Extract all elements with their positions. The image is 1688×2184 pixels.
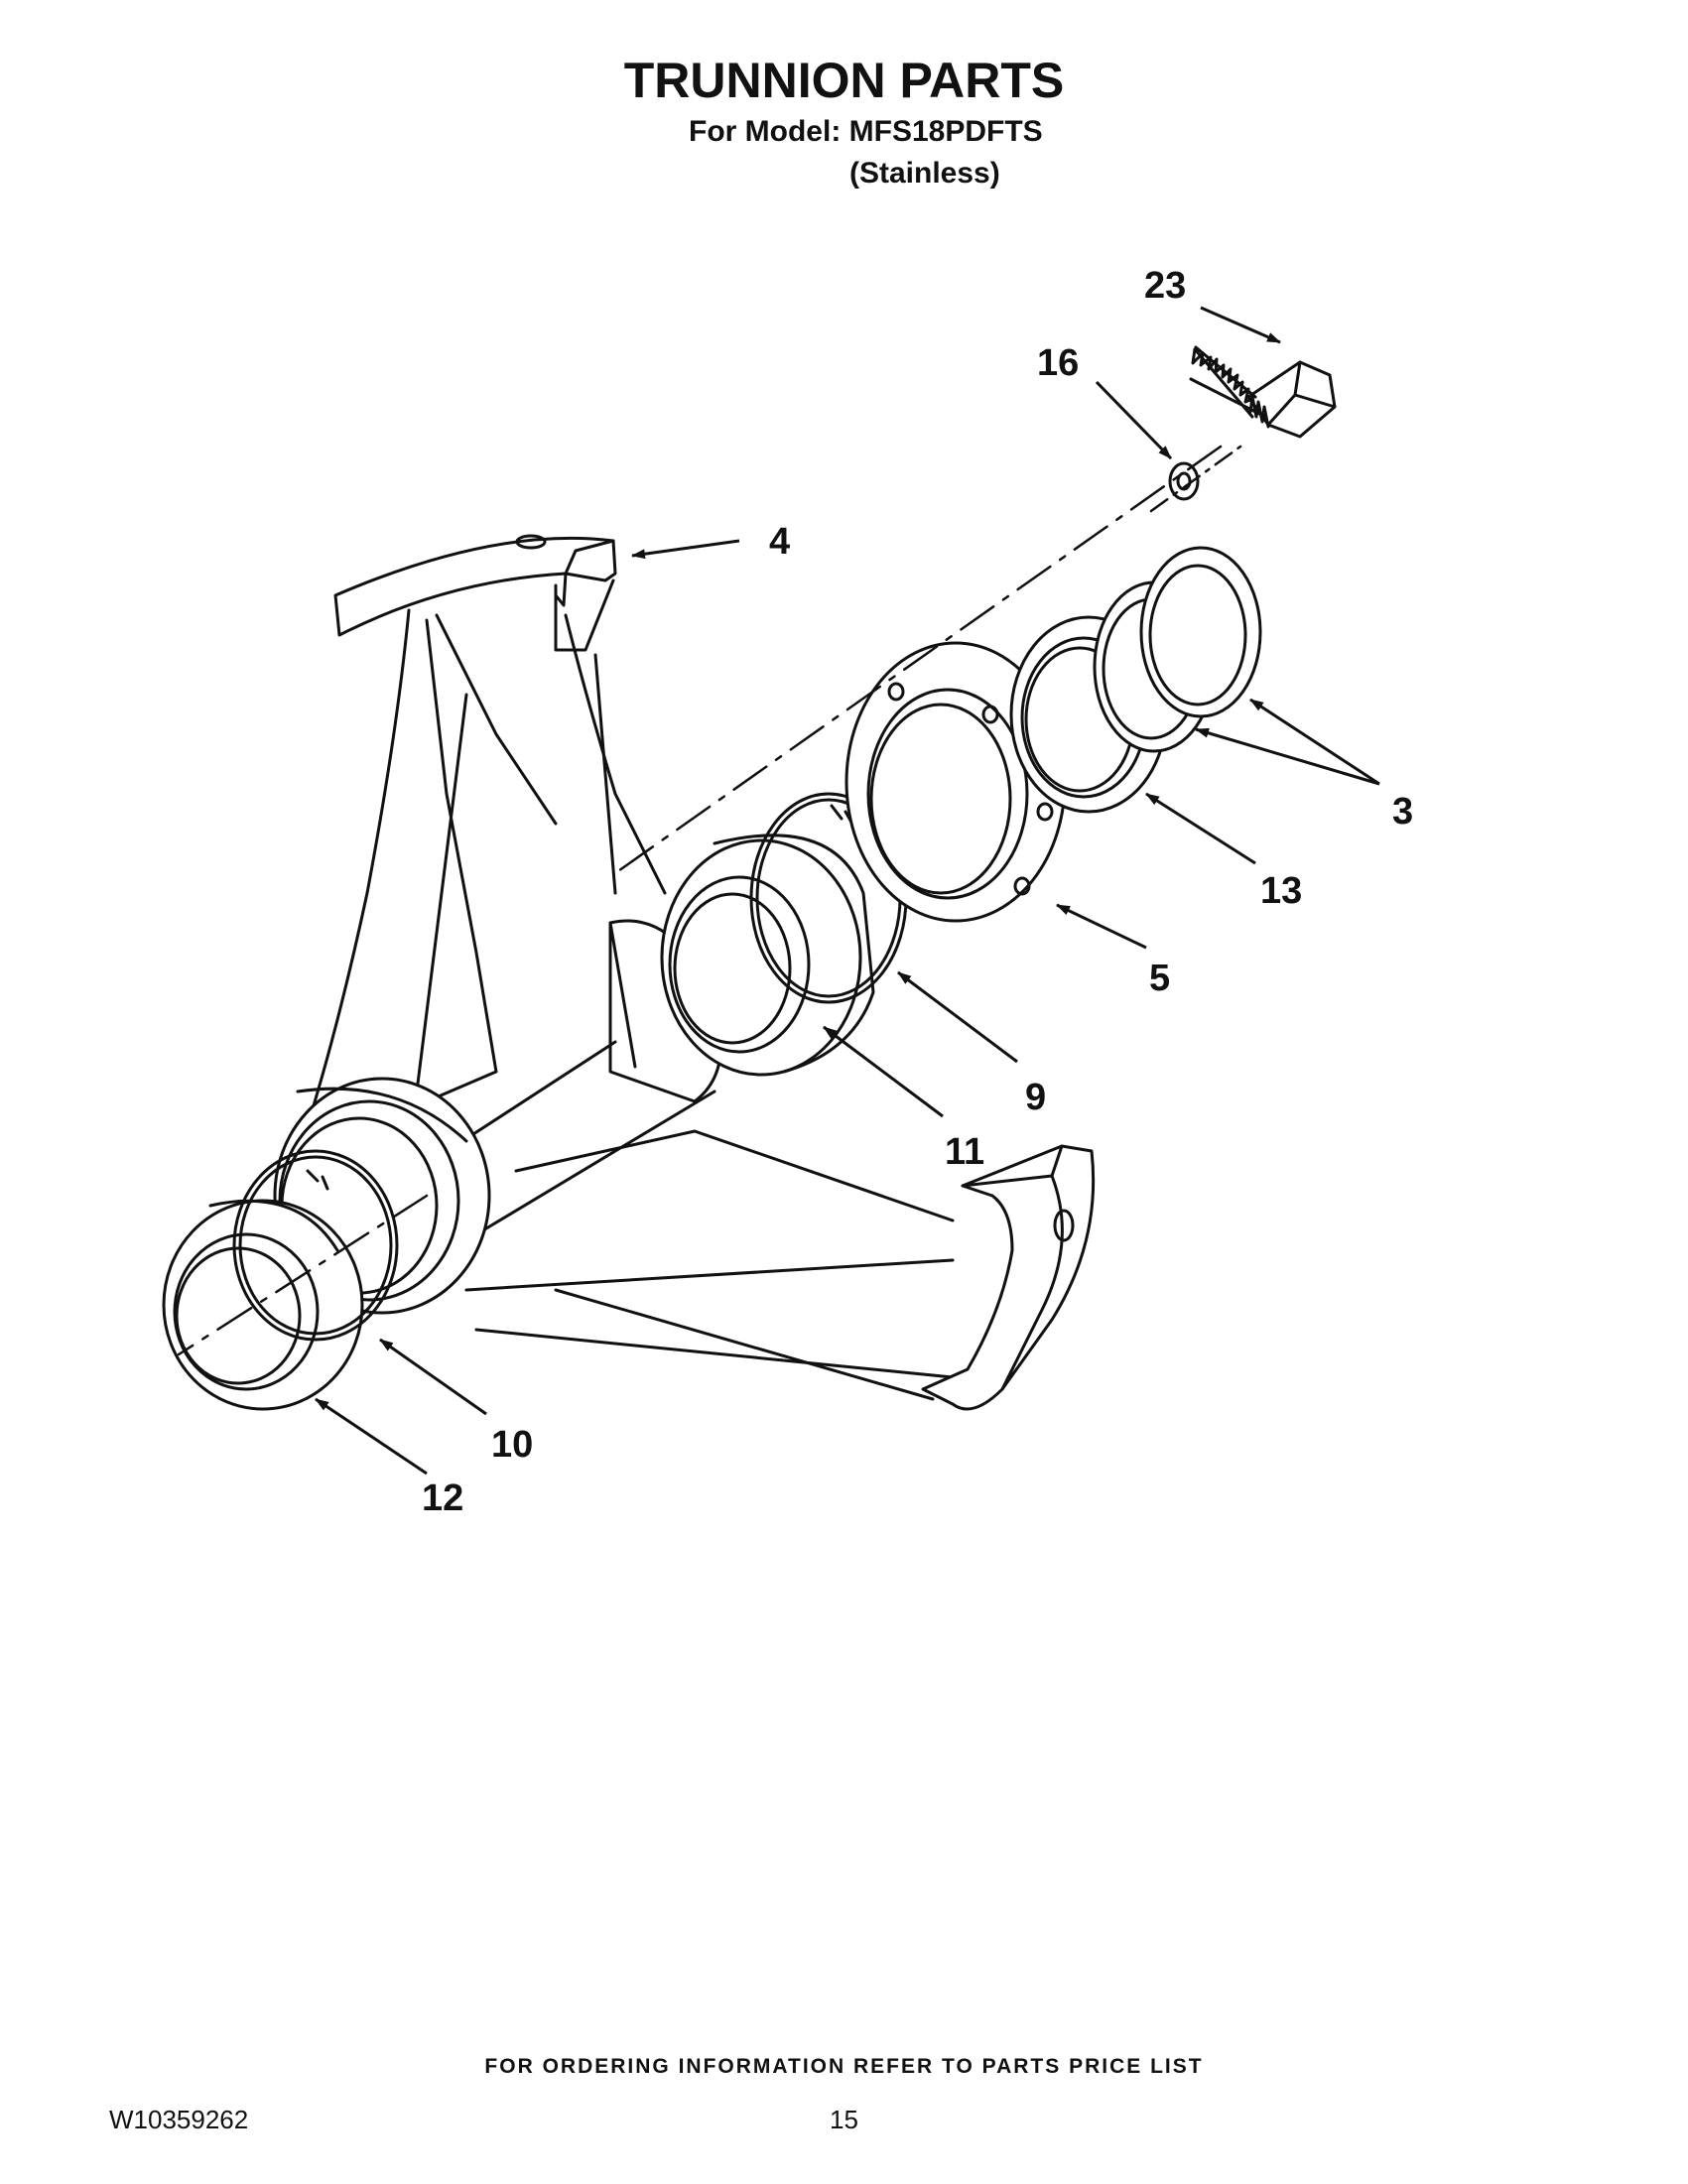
part-23-bolt	[1189, 345, 1337, 439]
part-10-retaining-ring	[232, 1149, 399, 1342]
callout-4: 4	[769, 521, 790, 563]
part-3-washers	[1093, 546, 1262, 753]
page-number: 15	[830, 2105, 858, 2134]
part-16-washer	[1168, 461, 1200, 501]
callout-13: 13	[1260, 870, 1302, 912]
callout-11: 11	[945, 1131, 984, 1173]
callout-12: 12	[422, 1477, 463, 1519]
leader-5	[1056, 903, 1147, 950]
callout-23: 23	[1144, 265, 1186, 307]
callout-16: 16	[1037, 342, 1079, 384]
page-title: TRUNNION PARTS	[623, 53, 1065, 108]
leader-3a	[1249, 698, 1380, 786]
part-12-bearing	[162, 1199, 364, 1411]
document-number: W10359262	[109, 2105, 249, 2134]
callout-9: 9	[1025, 1077, 1046, 1118]
variant-label: (Stainless)	[849, 157, 1000, 190]
callout-3: 3	[1392, 791, 1413, 833]
leader-23	[1200, 306, 1281, 344]
callout-5: 5	[1149, 958, 1170, 999]
leader-4	[631, 539, 740, 560]
leader-12	[315, 1397, 428, 1476]
leader-16	[1095, 380, 1173, 460]
leader-9	[897, 970, 1018, 1064]
leader-3b	[1195, 727, 1380, 786]
leader-10	[379, 1338, 487, 1416]
part-11-bearing	[660, 834, 875, 1077]
leader-13	[1145, 792, 1256, 865]
callout-10: 10	[491, 1424, 533, 1466]
model-line: For Model: MFS18PDFTS	[689, 115, 1043, 148]
assembly-centerline	[613, 445, 1223, 875]
ordering-note: FOR ORDERING INFORMATION REFER TO PARTS …	[484, 2055, 1204, 2078]
leader-11	[823, 1025, 944, 1118]
